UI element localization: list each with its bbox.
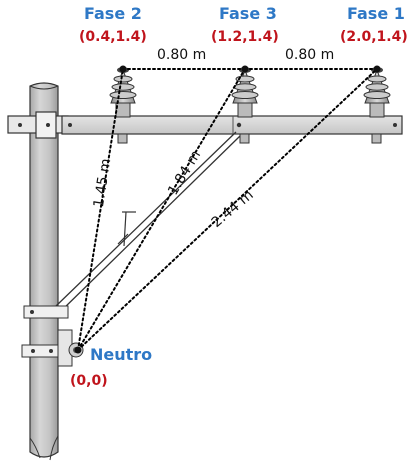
neutral-coord: (0,0) bbox=[70, 373, 108, 389]
lower-clamps bbox=[21, 305, 84, 367]
crossarm bbox=[61, 115, 403, 144]
phase-label-fase-1: Fase 1 bbox=[347, 4, 405, 23]
phase-coord-fase-2: (0.4,1.4) bbox=[79, 29, 147, 45]
insulator-fase-2 bbox=[109, 67, 137, 118]
phase-coord-fase-3: (1.2,1.4) bbox=[211, 29, 279, 45]
phase-coord-fase-1: (2.0,1.4) bbox=[340, 29, 408, 45]
distance-f3-f1: 0.80 m bbox=[285, 47, 335, 63]
line-neutro-fase3 bbox=[77, 68, 246, 351]
insulator-fase-3 bbox=[231, 67, 259, 118]
diagonal-brace bbox=[55, 131, 241, 313]
point-fase-1 bbox=[373, 65, 381, 73]
point-fase-3 bbox=[241, 65, 249, 73]
pole bbox=[29, 82, 59, 461]
neutral-label: Neutro bbox=[90, 345, 153, 364]
pole-bracket bbox=[7, 111, 69, 139]
point-neutro bbox=[74, 346, 82, 354]
point-fase-2 bbox=[119, 65, 127, 73]
conductor-points bbox=[74, 65, 381, 354]
phase-label-fase-2: Fase 2 bbox=[84, 4, 142, 23]
insulator-fase-1 bbox=[363, 67, 391, 118]
distance-f2-f3: 0.80 m bbox=[157, 47, 207, 63]
distance-lines bbox=[77, 68, 378, 351]
phase-label-fase-3: Fase 3 bbox=[219, 4, 277, 23]
line-neutro-fase2 bbox=[77, 68, 124, 351]
line-neutro-fase1 bbox=[77, 68, 378, 351]
